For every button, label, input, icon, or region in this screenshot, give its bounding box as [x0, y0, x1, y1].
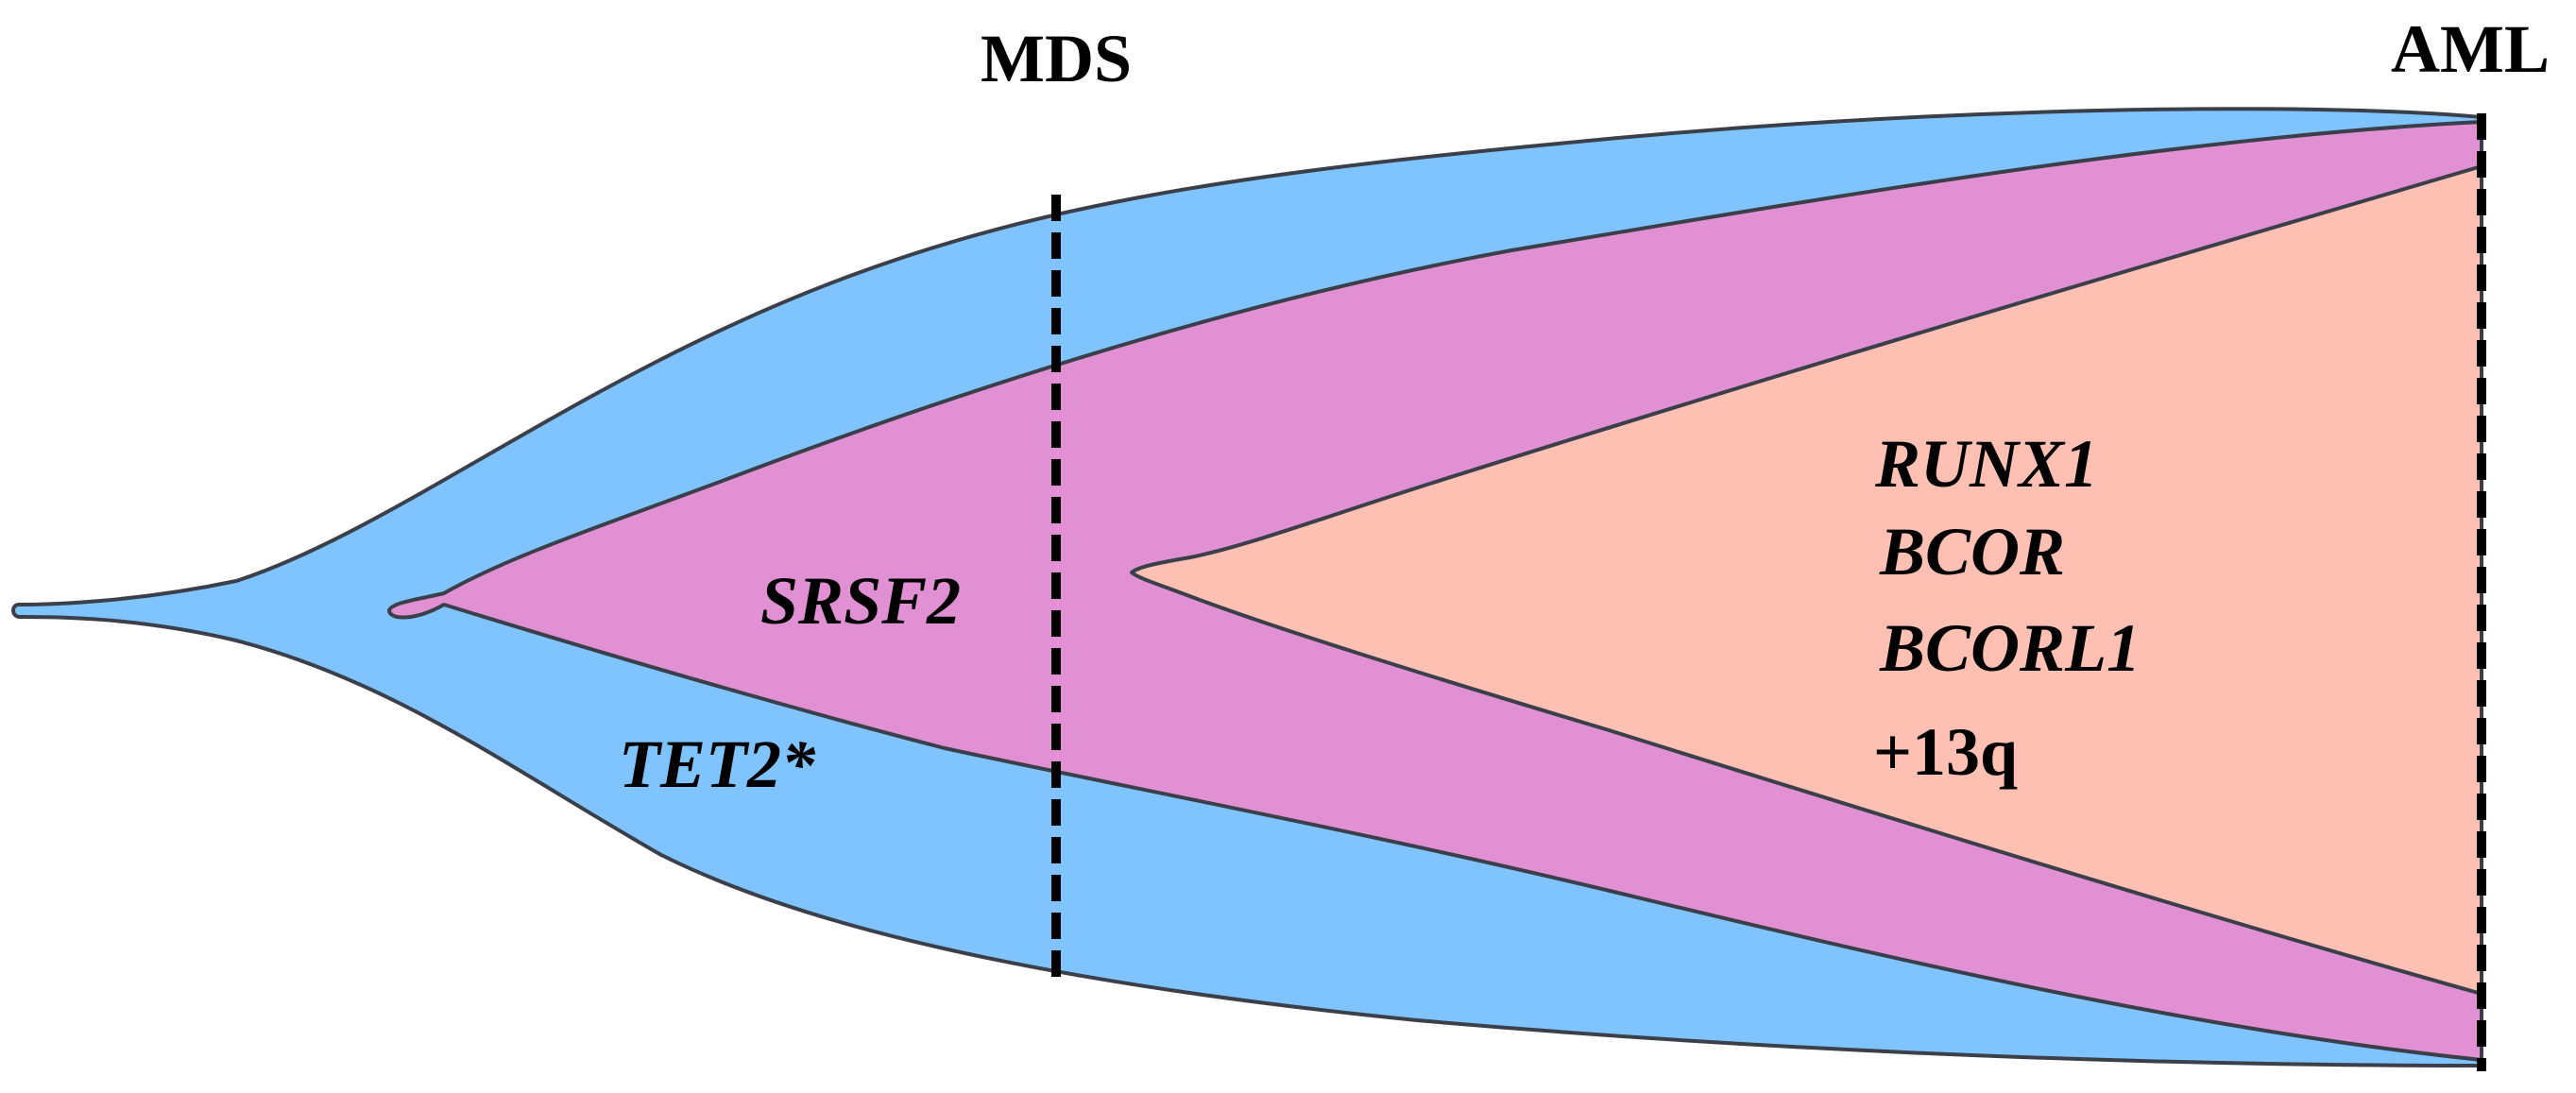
terminal-clone-label-13q: +13q: [1873, 714, 2018, 790]
terminal-clone-region: [1130, 164, 2483, 996]
subclone-label: SRSF2: [760, 563, 961, 639]
mds-stage-label: MDS: [981, 21, 1132, 96]
terminal-clone-label-runx1: RUNX1: [1874, 426, 2098, 502]
founder-clone-label: TET2*: [619, 726, 816, 802]
terminal-clone-label-bcorl1: BCORL1: [1879, 610, 2141, 686]
terminal-clone-label-bcor: BCOR: [1879, 514, 2065, 589]
aml-stage-label: AML: [2391, 11, 2550, 87]
